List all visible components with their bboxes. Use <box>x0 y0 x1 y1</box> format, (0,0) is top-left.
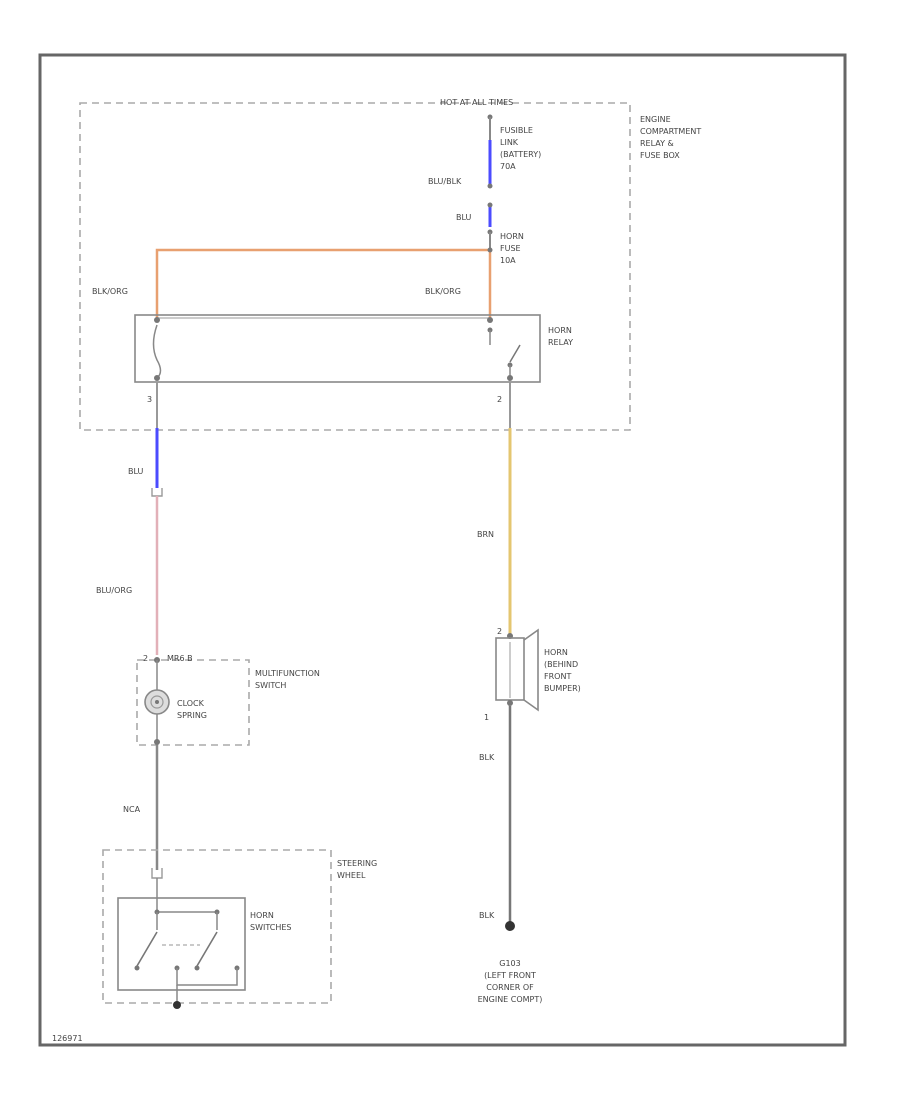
svg-text:HORN: HORN <box>500 232 524 241</box>
svg-text:(BATTERY): (BATTERY) <box>500 150 541 159</box>
svg-text:WHEEL: WHEEL <box>337 871 366 880</box>
svg-text:RELAY &: RELAY & <box>640 139 674 148</box>
svg-text:(BEHIND: (BEHIND <box>544 660 578 669</box>
svg-text:FUSE BOX: FUSE BOX <box>640 151 680 160</box>
svg-text:10A: 10A <box>500 256 516 265</box>
svg-text:CORNER OF: CORNER OF <box>486 983 534 992</box>
wire-label-blk-org-left: BLK/ORG <box>92 287 128 296</box>
horn-fuse: HORN FUSE 10A <box>487 229 524 265</box>
svg-text:MULTIFUNCTION: MULTIFUNCTION <box>255 669 320 678</box>
ground-g103-icon <box>505 921 515 931</box>
ground-g103-label: G103 (LEFT FRONT CORNER OF ENGINE COMPT) <box>478 959 543 1004</box>
multifunction-switch-label: MULTIFUNCTION SWITCH <box>255 669 320 690</box>
wire-label-blu-blk: BLU/BLK <box>428 177 462 186</box>
svg-text:(LEFT FRONT: (LEFT FRONT <box>484 971 536 980</box>
connector-mr6b-label: MR6 B <box>167 654 193 663</box>
svg-text:SWITCHES: SWITCHES <box>250 923 292 932</box>
wire-label-blu-org: BLU/ORG <box>96 586 132 595</box>
steering-wheel-outline <box>102 849 332 1004</box>
svg-text:SWITCH: SWITCH <box>255 681 286 690</box>
wire-label-blu-mid: BLU <box>128 467 144 476</box>
svg-text:BUMPER): BUMPER) <box>544 684 581 693</box>
hot-at-all-times-label: HOT AT ALL TIMES <box>440 98 513 107</box>
svg-text:LINK: LINK <box>500 138 519 147</box>
svg-text:FRONT: FRONT <box>544 672 571 681</box>
svg-text:ENGINE COMPT): ENGINE COMPT) <box>478 995 543 1004</box>
diagram-code: 126971 <box>52 1034 83 1043</box>
svg-text:70A: 70A <box>500 162 516 171</box>
svg-text:ENGINE: ENGINE <box>640 115 671 124</box>
steering-wheel-label: STEERING WHEEL <box>337 859 377 880</box>
fusible-link: FUSIBLE LINK (BATTERY) 70A <box>487 114 541 189</box>
wire-label-blk-1: BLK <box>479 753 495 762</box>
steering-ground-icon <box>173 1001 181 1009</box>
clock-spring: CLOCK SPRING <box>144 657 207 745</box>
pin-3-label: 3 <box>147 395 152 404</box>
svg-text:RELAY: RELAY <box>548 338 573 347</box>
wire-label-brn: BRN <box>477 530 494 539</box>
svg-text:FUSE: FUSE <box>500 244 521 253</box>
wire-label-nca: NCA <box>123 805 141 814</box>
wire-label-blu-top: BLU <box>456 213 472 222</box>
horn-switches: HORN SWITCHES <box>117 878 292 1003</box>
svg-text:HORN: HORN <box>548 326 572 335</box>
wire-label-blk-org-right: BLK/ORG <box>425 287 461 296</box>
svg-text:FUSIBLE: FUSIBLE <box>500 126 533 135</box>
engine-compartment-label: ENGINE COMPARTMENT RELAY & FUSE BOX <box>640 115 701 160</box>
pin-2-mfs-label: 2 <box>143 654 148 663</box>
svg-text:HORN: HORN <box>544 648 568 657</box>
wire-label-blk-2: BLK <box>479 911 495 920</box>
connector-mark <box>151 488 163 497</box>
svg-text:STEERING: STEERING <box>337 859 377 868</box>
pin-1-horn-label: 1 <box>484 713 489 722</box>
svg-text:HORN: HORN <box>250 911 274 920</box>
svg-text:G103: G103 <box>499 959 520 968</box>
wire-blk-org <box>155 248 492 318</box>
engine-fuse-box-outline <box>79 102 631 431</box>
horn: HORN (BEHIND FRONT BUMPER) <box>495 628 581 712</box>
pin-2-horn-label: 2 <box>497 627 502 636</box>
svg-text:COMPARTMENT: COMPARTMENT <box>640 127 701 136</box>
pin-2-label: 2 <box>497 395 502 404</box>
svg-text:SPRING: SPRING <box>177 711 207 720</box>
svg-text:CLOCK: CLOCK <box>177 699 205 708</box>
multifunction-switch-outline <box>136 659 250 746</box>
horn-relay: HORN RELAY <box>134 314 573 383</box>
diagram-frame <box>38 53 847 1047</box>
